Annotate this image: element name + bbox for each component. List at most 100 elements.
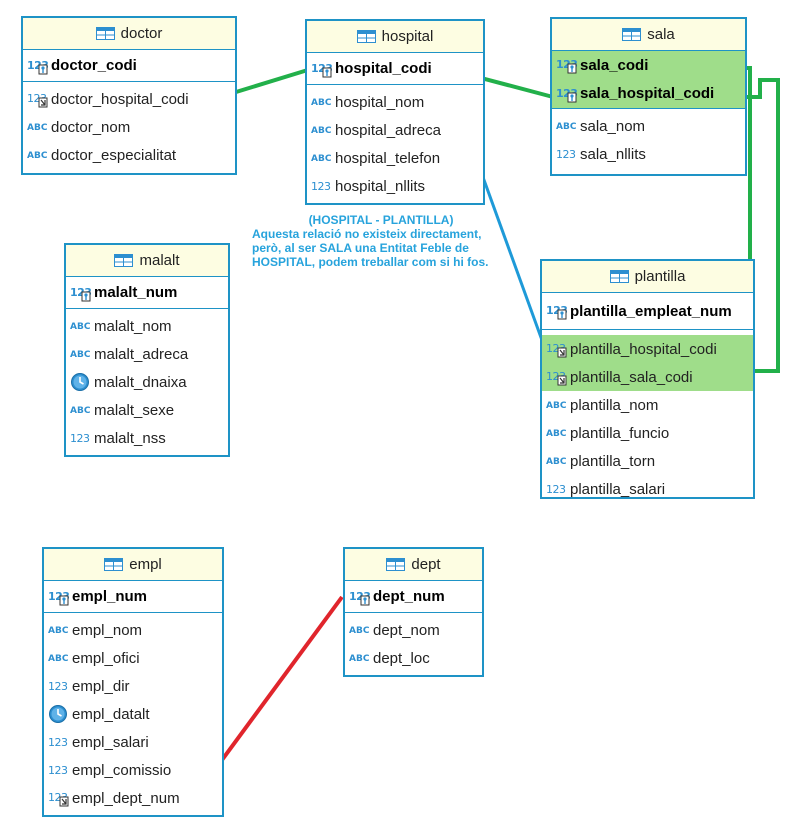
svg-text:ABC: ABC <box>70 406 91 416</box>
pk-column[interactable]: 123 doctor_codi <box>23 50 235 82</box>
svg-text:ABC: ABC <box>556 122 577 132</box>
column-name: dept_nom <box>373 621 440 639</box>
column-name: malalt_dnaixa <box>94 373 187 391</box>
text-icon: ABC <box>311 121 335 139</box>
column-row[interactable]: ABC plantilla_torn <box>542 447 753 475</box>
table-icon <box>356 30 376 43</box>
svg-text:ABC: ABC <box>546 401 567 411</box>
text-icon: ABC <box>556 117 580 135</box>
column-row[interactable]: 123 hospital_nllits <box>307 172 483 200</box>
column-name: plantilla_salari <box>570 480 666 498</box>
svg-text:ABC: ABC <box>546 429 567 439</box>
column-name: doctor_especialitat <box>51 146 177 164</box>
table-icon <box>622 28 642 41</box>
num-pk-icon: 123 <box>556 56 580 74</box>
svg-text:123: 123 <box>48 736 68 749</box>
column-row[interactable]: ABC empl_ofici <box>44 644 222 672</box>
column-row[interactable]: 123 sala_nllits <box>552 140 745 168</box>
entity-header: sala <box>552 19 745 51</box>
svg-text:123: 123 <box>48 680 68 693</box>
pk-column[interactable]: 123 malalt_num <box>66 277 228 309</box>
column-name: dept_loc <box>373 649 430 667</box>
num-icon: 123 <box>48 733 72 751</box>
entity-header: doctor <box>23 18 235 50</box>
column-row[interactable]: ABC dept_nom <box>345 616 482 644</box>
column-name: doctor_codi <box>51 57 137 74</box>
entity-empl[interactable]: empl 123 empl_num ABC empl_nom ABC empl_… <box>42 547 224 817</box>
column-list: ABC dept_nom ABC dept_loc <box>345 613 482 672</box>
column-name: malalt_num <box>94 284 178 301</box>
column-list: 123 plantilla_hospital_codi 123 plantill… <box>542 330 753 503</box>
column-row[interactable]: ABC hospital_adreca <box>307 116 483 144</box>
column-row[interactable]: ABC sala_nom <box>552 112 745 140</box>
num-pk-icon: 123 <box>311 60 335 78</box>
entity-malalt[interactable]: malalt 123 malalt_num ABC malalt_nom ABC… <box>64 243 230 457</box>
svg-text:ABC: ABC <box>48 654 69 664</box>
column-row[interactable]: ABC malalt_nom <box>66 312 228 340</box>
entity-sala[interactable]: sala 123 sala_codi 123 sala_hospital_cod… <box>550 17 747 176</box>
column-row[interactable]: 123 empl_comissio <box>44 756 222 784</box>
column-row[interactable]: 123 empl_dept_num <box>44 784 222 812</box>
column-row[interactable]: ABC empl_nom <box>44 616 222 644</box>
column-row[interactable]: 123 empl_salari <box>44 728 222 756</box>
column-row[interactable]: ABC plantilla_funcio <box>542 419 753 447</box>
column-name: plantilla_funcio <box>570 424 670 442</box>
column-row[interactable]: ABC doctor_especialitat <box>23 141 235 169</box>
column-row[interactable]: ABC hospital_nom <box>307 88 483 116</box>
entity-dept[interactable]: dept 123 dept_num ABC dept_nom ABC dept_… <box>343 547 484 677</box>
pk-column[interactable]: 123 sala_codi <box>552 51 745 79</box>
column-list: ABC malalt_nom ABC malalt_adreca malalt_… <box>66 309 228 452</box>
column-name: empl_dir <box>72 677 130 695</box>
note-line: (HOSPITAL - PLANTILLA) <box>308 213 454 227</box>
pk-column[interactable]: 123 sala_hospital_codi <box>552 79 745 109</box>
column-name: plantilla_hospital_codi <box>570 340 717 358</box>
text-icon: ABC <box>546 396 570 414</box>
column-row[interactable]: ABC plantilla_nom <box>542 391 753 419</box>
text-icon: ABC <box>311 93 335 111</box>
num-icon: 123 <box>311 177 335 195</box>
pk-column[interactable]: 123 empl_num <box>44 581 222 613</box>
text-icon: ABC <box>27 118 51 136</box>
num-pk-icon: 123 <box>546 302 570 320</box>
table-icon <box>104 558 124 571</box>
text-icon: ABC <box>70 401 94 419</box>
column-row[interactable]: malalt_dnaixa <box>66 368 228 396</box>
svg-text:ABC: ABC <box>311 98 332 108</box>
svg-text:ABC: ABC <box>349 654 370 664</box>
num-pk-icon: 123 <box>27 57 51 75</box>
num-pk-icon: 123 <box>349 588 373 606</box>
column-row[interactable]: 123 doctor_hospital_codi <box>23 85 235 113</box>
text-icon: ABC <box>546 424 570 442</box>
text-icon: ABC <box>48 621 72 639</box>
text-icon: ABC <box>349 649 373 667</box>
relationship-note: (HOSPITAL - PLANTILLA) Aquesta relació n… <box>252 213 510 269</box>
column-name: plantilla_torn <box>570 452 656 470</box>
column-row[interactable]: ABC dept_loc <box>345 644 482 672</box>
num-icon: 123 <box>48 761 72 779</box>
pk-column[interactable]: 123 dept_num <box>345 581 482 613</box>
column-row[interactable]: 123 plantilla_hospital_codi <box>542 335 753 363</box>
column-row[interactable]: ABC malalt_adreca <box>66 340 228 368</box>
num-fk-icon: 123 <box>546 368 570 386</box>
pk-column[interactable]: 123 hospital_codi <box>307 53 483 85</box>
column-row[interactable]: ABC hospital_telefon <box>307 144 483 172</box>
column-row[interactable]: empl_datalt <box>44 700 222 728</box>
entity-header: malalt <box>66 245 228 277</box>
column-list: ABC sala_nom 123 sala_nllits <box>552 109 745 168</box>
column-row[interactable]: 123 malalt_nss <box>66 424 228 452</box>
pk-column[interactable]: 123 plantilla_empleat_num <box>542 293 753 330</box>
entity-doctor[interactable]: doctor 123 doctor_codi 123 doctor_hospit… <box>21 16 237 175</box>
text-icon: ABC <box>70 345 94 363</box>
entity-plantilla[interactable]: plantilla 123 plantilla_empleat_num 123 … <box>540 259 755 499</box>
table-icon <box>609 270 629 283</box>
column-row[interactable]: ABC malalt_sexe <box>66 396 228 424</box>
column-row[interactable]: 123 plantilla_salari <box>542 475 753 503</box>
entity-hospital[interactable]: hospital 123 hospital_codi ABC hospital_… <box>305 19 485 205</box>
note-line: Aquesta relació no existeix directament, <box>252 227 482 241</box>
column-row[interactable]: ABC doctor_nom <box>23 113 235 141</box>
column-row[interactable]: 123 empl_dir <box>44 672 222 700</box>
clock-icon <box>48 705 72 723</box>
svg-text:ABC: ABC <box>70 350 91 360</box>
column-row[interactable]: 123 plantilla_sala_codi <box>542 363 753 391</box>
svg-text:123: 123 <box>311 180 331 193</box>
